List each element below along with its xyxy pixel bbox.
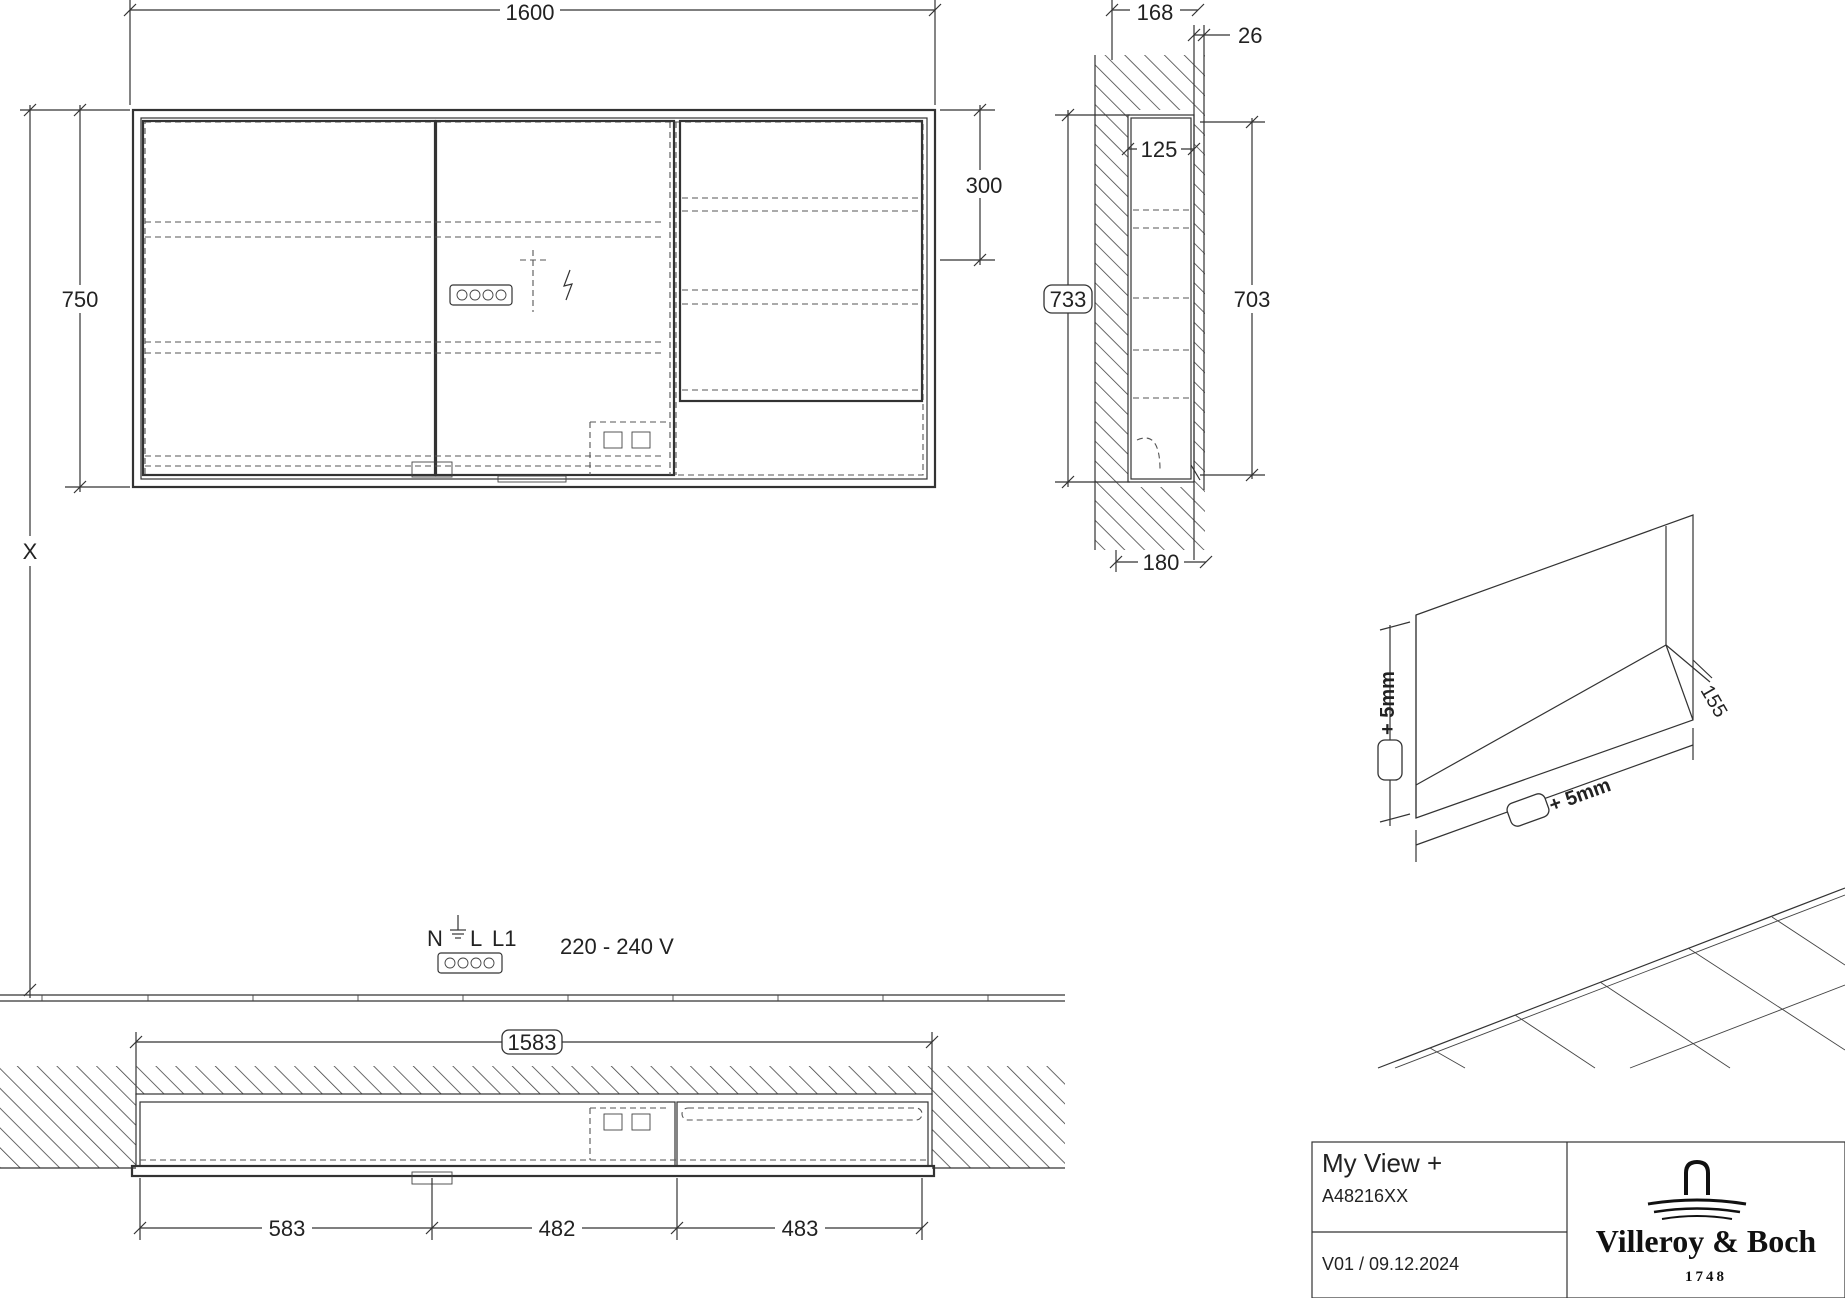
terminal-l1-label: L1 — [492, 926, 516, 951]
brand-logo: Villeroy & Boch 1748 — [1596, 1159, 1817, 1285]
terminal-n-label: N — [427, 926, 443, 951]
plan-inner-width-label: 1583 — [508, 1030, 557, 1055]
title-block: My View + A48216XX V01 / 09.12.2024 Vill… — [1311, 1141, 1845, 1298]
top-offset-label: 300 — [966, 173, 1003, 198]
front-width-label: 1600 — [506, 0, 555, 25]
side-inner-depth-label: 125 — [1141, 137, 1178, 162]
plan-segment-2-label: 482 — [539, 1216, 576, 1241]
brand-name: Villeroy & Boch — [1596, 1223, 1817, 1259]
niche-depth-label: 155 — [1696, 682, 1732, 722]
version-date: V01 / 09.12.2024 — [1322, 1254, 1459, 1274]
electrical-spec: N L L1 220 - 240 V — [427, 915, 674, 974]
terminal-l-label: L — [470, 926, 482, 951]
brand-year: 1748 — [1685, 1269, 1727, 1285]
side-inner-height-label: 703 — [1234, 287, 1271, 312]
side-view: 168 26 125 733 703 180 — [1043, 0, 1276, 575]
niche-view: + 5mm + 5mm 155 — [1377, 514, 1732, 862]
side-depth-total-label: 168 — [1137, 0, 1174, 25]
side-bottom-depth-label: 180 — [1143, 550, 1180, 575]
floor-tiles — [1377, 887, 1845, 1069]
niche-width-tolerance: + 5mm — [1546, 774, 1614, 817]
front-view: 1600 — [18, 0, 1004, 998]
side-front-depth-label: 26 — [1238, 23, 1262, 48]
article-number: A48216XX — [1322, 1186, 1408, 1206]
plan-view: 1583 583 482 483 — [0, 1029, 1065, 1242]
product-name: My View + — [1322, 1148, 1442, 1178]
distance-x-label: X — [23, 539, 38, 564]
plan-segment-3-label: 483 — [782, 1216, 819, 1241]
voltage-label: 220 - 240 V — [560, 934, 674, 959]
front-height-label: 750 — [62, 287, 99, 312]
side-outer-height-label: 733 — [1050, 287, 1087, 312]
plan-segment-1-label: 583 — [269, 1216, 306, 1241]
floor-line — [0, 994, 1065, 1002]
niche-height-tolerance: + 5mm — [1377, 671, 1399, 735]
